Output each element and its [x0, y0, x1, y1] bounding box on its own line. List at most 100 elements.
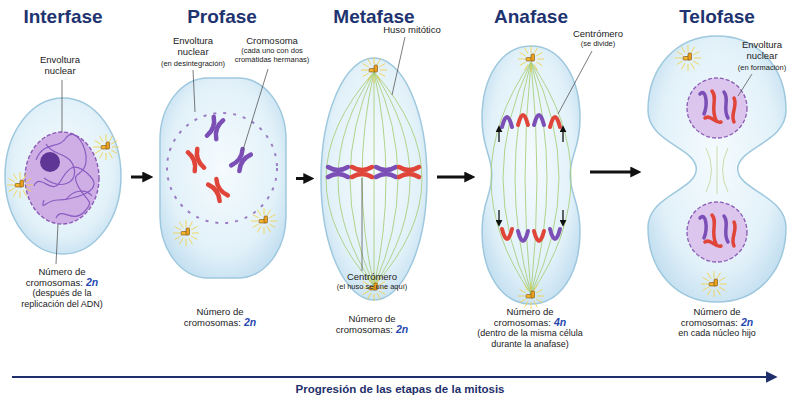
- count-value: 2n: [244, 316, 256, 328]
- centrosome: [7, 172, 33, 198]
- count-line: Número de cromosomas:: [681, 306, 741, 328]
- cell-membrane: [321, 58, 427, 300]
- chromosome-count: Número de cromosomas:2n(después de la re…: [12, 266, 112, 309]
- cell-membrane: [160, 78, 286, 278]
- mitotic-spindle: [525, 62, 531, 294]
- cell-membrane: [482, 46, 580, 304]
- chromatid: [502, 229, 512, 239]
- chromatid: [534, 231, 544, 241]
- centrosome: [173, 220, 199, 246]
- mitotic-spindle: [503, 62, 531, 294]
- movement-arrow: [498, 210, 499, 224]
- cell-outline: [5, 98, 121, 254]
- chromosome-count: Número de cromosomas:4n(dentro de la mis…: [466, 306, 594, 349]
- leader-line: [558, 51, 592, 114]
- daughter-chromosomes: [700, 215, 735, 246]
- stage-title: Profase: [152, 6, 292, 28]
- centrosome: [518, 283, 544, 309]
- leader-line: [56, 37, 752, 271]
- mitotic-spindle: [374, 72, 386, 286]
- chromatid: [550, 229, 560, 239]
- chromatid: [518, 231, 528, 241]
- midbody-fibers: [723, 148, 729, 192]
- fragmenting-envelope: [167, 113, 277, 223]
- midbody-fibers: [717, 146, 718, 194]
- count-note: (dentro de la misma célula durante la an…: [466, 328, 594, 349]
- count-note: (después de la replicación del ADN): [12, 288, 112, 309]
- mitotic-spindle: [491, 62, 571, 294]
- count-value: 2n: [396, 323, 408, 335]
- callout-label: Envoltura nuclear: [32, 55, 88, 77]
- chromatid: [550, 117, 560, 127]
- interphase-nucleus: [36, 134, 90, 218]
- mitotic-spindle: [531, 62, 537, 294]
- callout-label: Cromosoma: [232, 36, 312, 47]
- midbody-fibers: [706, 146, 728, 194]
- chromosome: [207, 117, 223, 139]
- cell-membrane: [648, 36, 786, 302]
- stage-arrow: [296, 177, 311, 180]
- callout-note: (en formación): [722, 64, 800, 73]
- daughter-chromosomes: [700, 91, 735, 122]
- interphase-nucleus: [44, 144, 75, 184]
- interphase-nucleus: [34, 134, 94, 218]
- cell-outline: [321, 58, 427, 300]
- callout-note: (en desintegración): [148, 60, 238, 69]
- centrosome: [361, 57, 387, 83]
- movement-arrow: [562, 128, 563, 142]
- stage-arrow: [590, 171, 638, 174]
- cell-membrane: [5, 98, 121, 254]
- interphase-nucleus: [66, 191, 92, 200]
- interphase-nucleus: [25, 132, 99, 224]
- count-value: 2n: [741, 316, 753, 328]
- forming-envelope: [687, 78, 747, 138]
- chromosome-count-line: Número de cromosomas:2n: [333, 313, 411, 335]
- mitotic-spindle: [374, 72, 410, 286]
- mitotic-spindle: [491, 62, 531, 294]
- chromosome: [208, 179, 228, 201]
- chromosome: [376, 167, 396, 177]
- mitotic-spindle: [326, 72, 422, 286]
- leader-line: [392, 37, 405, 95]
- count-line: Número de cromosomas:: [184, 306, 244, 328]
- mitotic-spindle: [374, 72, 398, 286]
- stage-arrow: [437, 176, 472, 179]
- mitotic-spindle: [515, 62, 531, 294]
- count-value: 2n: [86, 276, 98, 288]
- cell-outline: [482, 46, 580, 304]
- centrosome: [701, 271, 727, 297]
- cell-stage: InterfaseNúmero de cromosomas:2n(después…: [5, 98, 121, 254]
- axis-label: Progresión de las etapas de la mitosis: [200, 383, 600, 396]
- chromatid: [502, 117, 512, 127]
- mitotic-spindle: [531, 62, 547, 294]
- stage-arrow: [131, 176, 150, 179]
- mitotic-spindle: [531, 62, 571, 294]
- mitotic-spindle: [531, 62, 559, 294]
- cell-stage: ProfaseNúmero de cromosomas:2n: [160, 78, 286, 278]
- callout-note: (se divide): [563, 40, 633, 49]
- callout-label: Centrómero: [332, 272, 412, 283]
- leader-line: [243, 69, 268, 150]
- chromosome-count-line: Número de cromosomas:4n: [491, 306, 569, 328]
- callout-label: Huso mitótico: [372, 25, 452, 36]
- forming-envelope: [687, 202, 747, 262]
- chromatid: [518, 115, 528, 125]
- chromosome: [231, 149, 251, 171]
- centrosome: [251, 208, 277, 234]
- count-value: 4n: [554, 316, 566, 328]
- callout-label: Envoltura nuclear: [165, 36, 221, 58]
- centrosome: [518, 46, 544, 72]
- stage-title: Interfase: [0, 6, 133, 28]
- count-line: Número de cromosomas:: [336, 313, 396, 335]
- mitotic-spindle: [326, 72, 374, 286]
- mitotic-spindle: [350, 72, 374, 286]
- chromosome: [399, 167, 419, 177]
- chromatid: [534, 115, 544, 125]
- count-line: Número de cromosomas:: [494, 306, 554, 328]
- callout-label: Envoltura nuclear: [734, 40, 790, 62]
- stage-title: Anafase: [461, 6, 601, 28]
